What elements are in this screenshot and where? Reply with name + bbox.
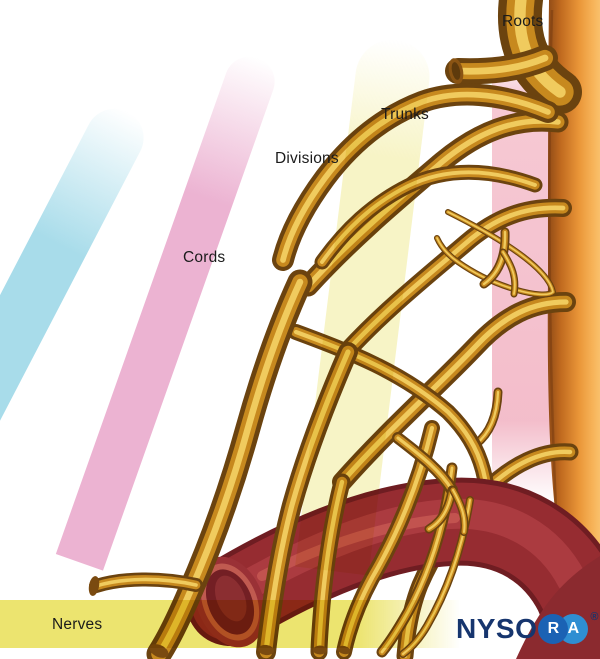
label-cords: Cords [183,249,226,266]
nerve-cut-ends-back [448,58,464,84]
nerve-network-front [96,282,470,654]
spinal-column [547,0,600,549]
nysora-wordmark: NYSO [456,613,538,644]
label-roots: Roots [502,13,544,30]
registered-mark: ® [590,611,599,623]
nysora-logo: NYSO R A ® [456,611,599,645]
label-trunks: Trunks [381,106,429,123]
nysora-badge-r: R [538,614,569,644]
label-nerves: Nerves [52,616,103,633]
label-divisions: Divisions [275,150,339,167]
